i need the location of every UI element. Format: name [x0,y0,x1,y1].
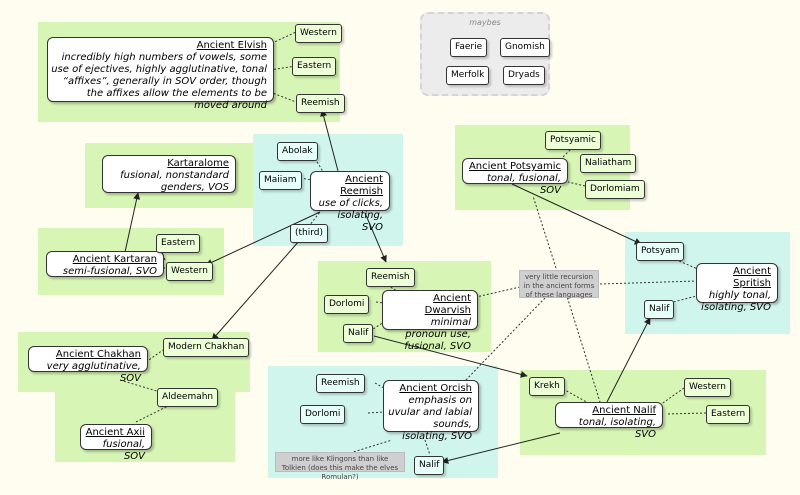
node-ancient-spritish-title: Ancient Spritish [733,266,771,289]
node-ancient-reemish-desc: use of clicks, isolating, SVO [318,198,383,233]
node-ancient-nalif-title: Ancient Nalif [592,405,656,416]
label-dorlomiam[interactable]: Dorlomiam [585,180,645,199]
node-ancient-potsyamic[interactable]: Ancient Potsyamic tonal, fusional, SOV [462,158,568,196]
label-spritish-nalif[interactable]: Nalif [644,300,675,319]
node-ancient-orcish-title: Ancient Orcish [399,383,472,394]
node-ancient-axii-title: Ancient Axii [85,427,145,438]
label-gnomish[interactable]: Gnomish [500,38,550,57]
node-ancient-spritish[interactable]: Ancient Spritish highly tonal, isolating… [696,263,778,313]
node-kartaralome[interactable]: Kartaralome fusional, nonstandard gender… [102,155,236,193]
label-elvish-eastern[interactable]: Eastern [292,57,337,76]
node-ancient-nalif[interactable]: Ancient Nalif tonal, isolating, SVO [555,402,663,440]
node-ancient-potsyamic-title: Ancient Potsyamic [468,161,561,172]
label-elvish-western[interactable]: Western [295,24,342,43]
label-dwarvish-reemish[interactable]: Reemish [366,268,415,287]
node-ancient-orcish[interactable]: Ancient Orcish emphasis on uvular and la… [383,380,479,442]
label-faerie[interactable]: Faerie [450,38,488,57]
label-potsyam[interactable]: Potsyam [636,242,685,261]
group-maybes-label: maybes [469,18,501,27]
node-ancient-kartaran-title: Ancient Kartaran [72,254,157,265]
node-ancient-chakhan-desc: very agglutinative, SOV [46,361,141,384]
node-ancient-potsyamic-desc: tonal, fusional, SOV [486,173,561,196]
note-recursion: very little recursion in the ancient for… [519,270,599,299]
label-orcish-dorlomi[interactable]: Dorlomi [300,405,346,424]
label-kartaran-western[interactable]: Western [166,262,213,281]
node-ancient-dwarvish-title: Ancient Dwarvish [424,293,471,316]
node-ancient-elvish-title: Ancient Elvish [196,40,267,51]
node-ancient-reemish[interactable]: Ancient Reemish use of clicks, isolating… [310,171,390,233]
label-nalif-western[interactable]: Western [684,378,731,397]
node-ancient-kartaran[interactable]: Ancient Kartaran semi-fusional, SVO [46,251,164,277]
label-maiiam[interactable]: Maiiam [259,171,302,190]
label-krekh[interactable]: Krekh [529,377,565,396]
node-ancient-kartaran-desc: semi-fusional, SVO [62,266,157,277]
note-klingons: more like Klingons than like Tolkien (do… [275,452,405,481]
node-ancient-elvish-desc: incredibly high numbers of vowels, some … [51,52,267,111]
node-ancient-dwarvish[interactable]: Ancient Dwarvish minimal pronoun use, fu… [382,290,478,352]
node-ancient-dwarvish-desc: minimal pronoun use, fusional, SVO [404,317,471,352]
node-ancient-axii[interactable]: Ancient Axii fusional, SOV [80,424,152,462]
node-ancient-orcish-desc: emphasis on uvular and labial sounds, is… [388,395,472,442]
label-abolak[interactable]: Abolak [277,142,318,161]
label-dryads[interactable]: Dryads [503,66,545,85]
node-ancient-axii-desc: fusional, SOV [102,439,145,462]
label-elvish-reemish[interactable]: Reemish [296,94,345,113]
label-modern-chakhan[interactable]: Modern Chakhan [163,338,250,357]
label-kartaran-eastern[interactable]: Eastern [156,234,201,253]
node-ancient-spritish-desc: highly tonal, isolating, SVO [701,290,771,313]
node-ancient-chakhan-title: Ancient Chakhan [55,349,141,360]
label-potsyamic[interactable]: Potsyamic [545,131,601,150]
label-orcish-reemish[interactable]: Reemish [316,374,365,393]
label-third[interactable]: (third) [290,224,329,243]
node-kartaralome-desc: fusional, nonstandard genders, VOS [120,170,229,193]
label-orcish-nalif[interactable]: Nalif [414,456,445,475]
node-ancient-chakhan[interactable]: Ancient Chakhan very agglutinative, SOV [28,346,148,384]
node-ancient-reemish-title: Ancient Reemish [340,174,383,197]
label-naliatham[interactable]: Naliatham [580,154,637,173]
label-dwarvish-dorlomi[interactable]: Dorlomi [324,295,370,314]
label-merfolk[interactable]: Merfolk [446,66,490,85]
node-ancient-elvish[interactable]: Ancient Elvish incredibly high numbers o… [47,37,274,111]
label-nalif-eastern[interactable]: Eastern [706,405,751,424]
label-aldeemahn[interactable]: Aldeemahn [157,388,219,407]
label-dwarvish-nalif[interactable]: Nalif [343,324,374,343]
node-ancient-nalif-desc: tonal, isolating, SVO [578,417,656,440]
node-kartaralome-title: Kartaralome [167,158,229,169]
